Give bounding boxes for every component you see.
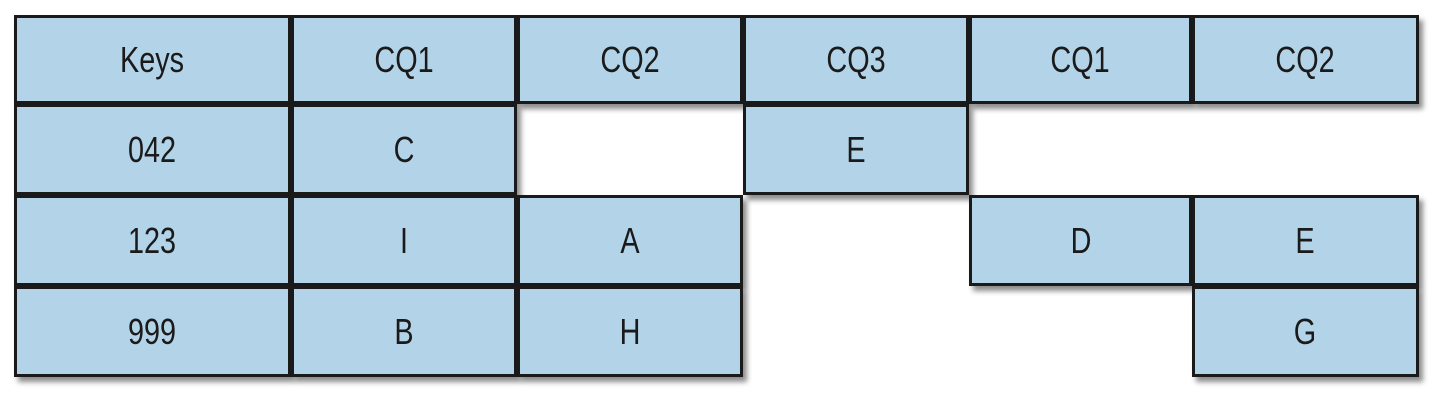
row-key-999-label: 999 xyxy=(128,310,177,352)
row-key-123: 123 xyxy=(14,195,291,286)
table-cell-label: B xyxy=(394,310,414,352)
column-header-cq3-label: CQ3 xyxy=(826,38,886,80)
column-header-cq2: CQ2 xyxy=(517,15,743,104)
table-cell: G xyxy=(1192,286,1419,377)
table-cell: E xyxy=(1192,195,1419,286)
row-key-042-label: 042 xyxy=(128,128,177,170)
row-key-123-label: 123 xyxy=(128,219,177,261)
table-cell-label: I xyxy=(399,219,408,261)
table-cell: E xyxy=(743,104,969,195)
column-header-cq1-label: CQ1 xyxy=(1050,38,1111,80)
column-header-cq2-label: CQ2 xyxy=(600,38,660,80)
column-header-cq1: CQ1 xyxy=(969,15,1192,104)
table-cell: A xyxy=(517,195,743,286)
column-header-cq1-label: CQ1 xyxy=(374,38,434,80)
table-cell: C xyxy=(291,104,517,195)
table-cell-label: D xyxy=(1070,219,1091,261)
column-header-cq3: CQ3 xyxy=(743,15,969,104)
row-key-042: 042 xyxy=(14,104,291,195)
table-cell: I xyxy=(291,195,517,286)
table-cell-label: H xyxy=(619,310,641,352)
column-header-keys: Keys xyxy=(14,15,291,104)
column-header-cq2: CQ2 xyxy=(1192,15,1419,104)
table-cell: B xyxy=(291,286,517,377)
table-cell-label: E xyxy=(1295,219,1316,261)
table-cell-label: C xyxy=(393,128,415,170)
table-cell-label: E xyxy=(846,128,866,170)
column-header-cq2-label: CQ2 xyxy=(1275,38,1336,80)
table-cell: D xyxy=(969,195,1192,286)
column-header-keys-label: Keys xyxy=(120,38,185,80)
table-cell: H xyxy=(517,286,743,377)
column-header-cq1: CQ1 xyxy=(291,15,517,104)
table-cell-label: G xyxy=(1294,310,1317,352)
table-cell-label: A xyxy=(620,219,640,261)
row-key-999: 999 xyxy=(14,286,291,377)
